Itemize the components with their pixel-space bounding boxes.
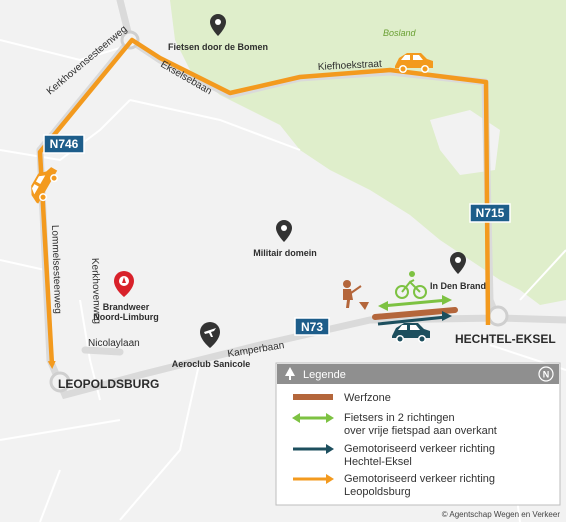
poi-label-brandweer: Brandweer [103,302,150,312]
forest-label: Bosland [383,28,417,38]
car-icon-orange-left [31,167,59,204]
poi-label-in-den-brand: In Den Brand [430,281,486,291]
poi-label-noord-limburg: Noord-Limburg [93,312,159,322]
city-label-hechtel-eksel: HECHTEL-EKSEL [455,332,556,346]
city-label-leopoldsburg: LEOPOLDSBURG [58,377,159,391]
bicycle-icon [395,271,427,299]
car-icon-teal [392,323,430,343]
legend-item-hechtel-line2: Hechtel-Eksel [344,456,412,468]
road-shield-n746: N746 [43,134,85,154]
legend-item-leopoldsburg-line1: Gemotoriseerd verkeer richting [344,473,495,485]
detour-route-leopoldsburg [37,37,491,369]
svg-text:N746: N746 [50,137,79,151]
legend-item-fietsers-line1: Fietsers in 2 richtingen [344,412,455,424]
car-icon-orange-top [395,53,433,73]
car-direction-arrow-hechtel [377,311,452,326]
tree-icon [285,367,295,380]
legend-header [277,364,559,384]
legend-title: Legende [303,369,346,381]
legend: Legende N Werfzone Fietsers in 2 richtin… [275,362,561,506]
roundabout-west [49,371,71,393]
legend-symbol-bike-arrow [292,413,334,423]
forest-area [170,0,566,305]
copyright-credit: © Agentschap Wegen en Verkeer [442,510,561,519]
poi-label-fietsen: Fietsen door de Bomen [168,42,268,52]
fire-station-pin-icon [114,271,134,297]
werfzone-bar [372,307,458,320]
street-label-nicolaylaan: Nicolaylaan [88,338,140,349]
poi-label-militair: Militair domein [253,248,317,258]
forest-clearing [430,110,500,175]
roundabout-east [487,305,509,327]
pin-icon [210,14,226,36]
svg-text:N715: N715 [476,206,505,220]
legend-item-fietsers-line2: over vrije fietspad aan overkant [344,425,497,437]
compass-north-icon: N [538,366,554,382]
legend-item-hechtel-line1: Gemotoriseerd verkeer richting [344,443,495,455]
bike-direction-arrow [378,295,452,311]
road-shield-n715: N715 [469,203,511,223]
road-shield-n73: N73 [294,317,330,336]
legend-symbol-teal-arrow [293,444,334,454]
airplane-pin-icon [200,322,220,348]
road-worker-icon [343,280,369,310]
street-label-lommelsesteenweg: Lommelsesteenweg [49,225,63,314]
poi-label-aeroclub: Aeroclub Sanicole [172,359,251,369]
street-label-kiefhoekstraat: Kiefhoekstraat [318,59,383,73]
svg-text:N: N [543,370,550,380]
pin-icon [450,252,466,274]
svg-text:N73: N73 [301,320,323,334]
legend-item-leopoldsburg-line2: Leopoldsburg [344,486,411,498]
legend-item-werfzone: Werfzone [344,392,391,404]
legend-symbol-orange-arrow [293,474,334,484]
pin-icon [276,220,292,242]
street-label-kerkhovenweg: Kerkhovenweg [89,258,102,324]
